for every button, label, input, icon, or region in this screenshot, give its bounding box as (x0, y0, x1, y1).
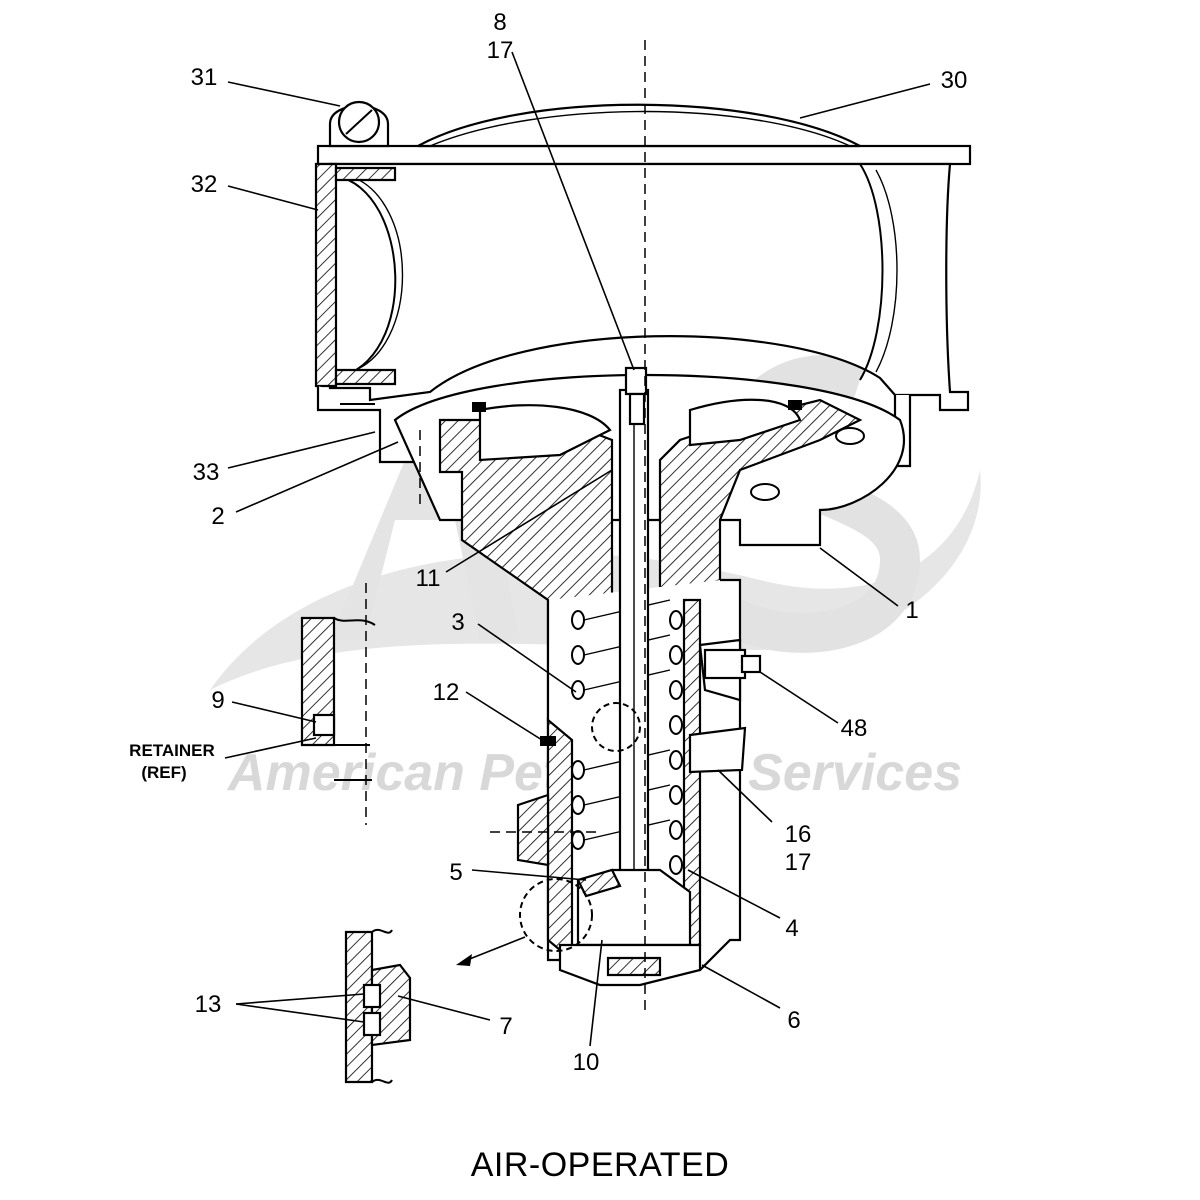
diagram-title: AIR-OPERATED (470, 1146, 730, 1184)
detail-seal-rings (344, 928, 412, 1084)
callout-9: 9 (211, 687, 224, 714)
callout-12: 12 (433, 679, 460, 706)
valve-body (393, 40, 906, 1010)
callout-7: 7 (499, 1013, 512, 1040)
callout-16: 16 (785, 821, 812, 848)
callout-2: 2 (211, 503, 224, 530)
callout-17-bottom: 17 (785, 849, 812, 876)
retainer-label: RETAINER (129, 741, 215, 760)
callout-31: 31 (191, 64, 218, 91)
callout-11: 11 (416, 565, 441, 592)
callout-4: 4 (785, 915, 798, 942)
callout-1: 1 (905, 597, 918, 624)
callout-3: 3 (451, 609, 464, 636)
callout-8: 8 (493, 9, 506, 36)
callout-30: 30 (941, 67, 968, 94)
retainer-ref-label: (REF) (141, 763, 186, 782)
callout-10: 10 (573, 1049, 600, 1076)
callout-32: 32 (191, 171, 218, 198)
callout-17-top: 17 (487, 37, 514, 64)
detail-retainer (300, 583, 376, 825)
callout-13: 13 (195, 991, 222, 1018)
callout-labels: 8 17 31 30 32 33 2 11 1 3 12 9 48 16 17 … (129, 9, 967, 1076)
callout-6: 6 (787, 1007, 800, 1034)
callout-48: 48 (841, 715, 868, 742)
callout-33: 33 (193, 459, 220, 486)
leader-lines (224, 51, 931, 1047)
callout-5: 5 (449, 859, 462, 886)
pipe-tee-housing (314, 100, 972, 468)
